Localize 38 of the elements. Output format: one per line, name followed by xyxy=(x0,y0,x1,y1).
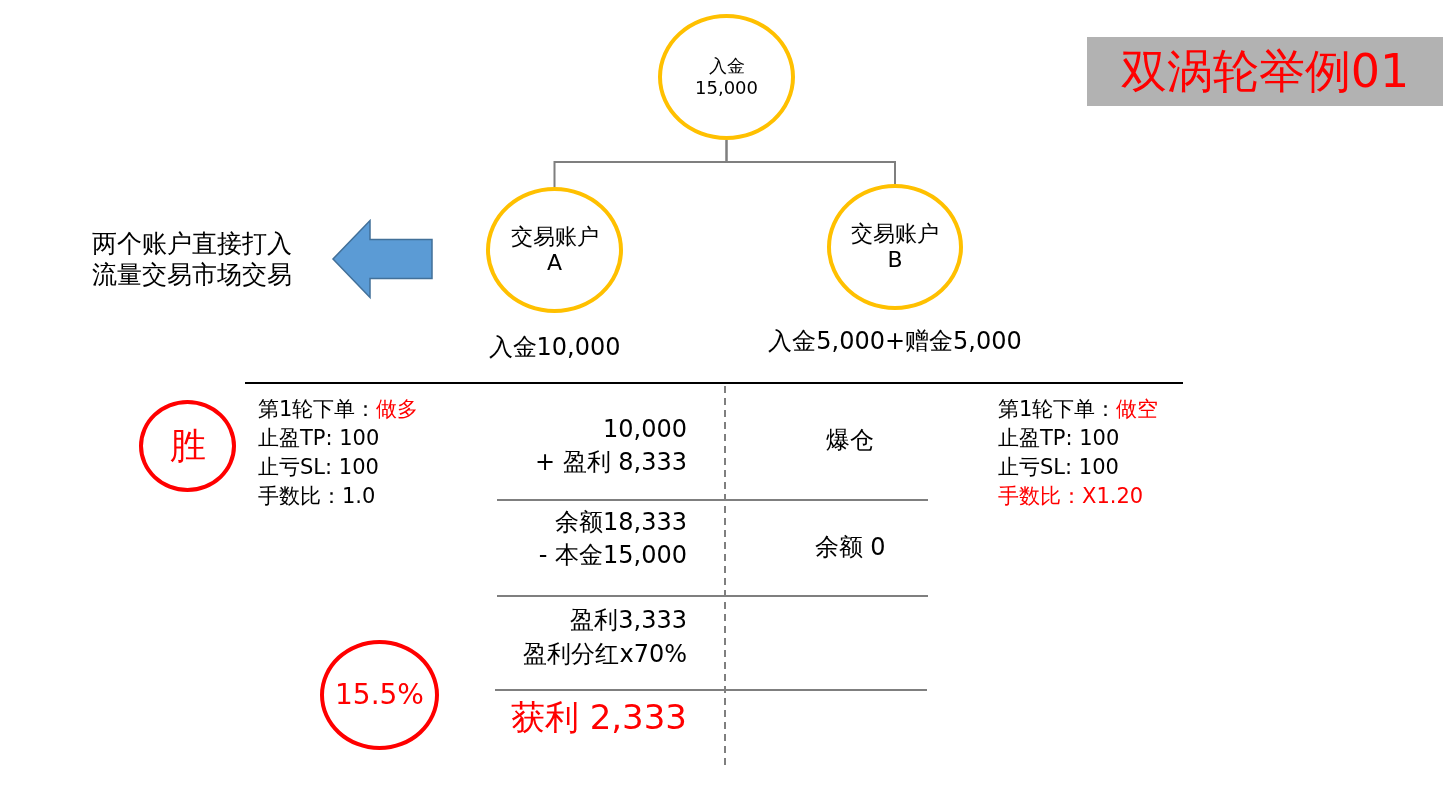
circle-label: 交易账户 xyxy=(851,220,939,247)
setting-text: 止亏SL: 100 xyxy=(998,454,1119,482)
amount-text: 盈利3,333 xyxy=(570,605,687,637)
ratio-text: 手数比：X1.20 xyxy=(998,483,1144,511)
circle-label: B xyxy=(887,247,903,274)
account-circle xyxy=(827,184,963,310)
note-text: 两个账户直接打入流量交易市场交易 xyxy=(92,228,306,290)
amount-text: 盈利分红x70% xyxy=(523,639,687,671)
account-circle xyxy=(486,187,623,313)
ratio-text: 手数比：1.0 xyxy=(258,483,376,511)
fund-circle xyxy=(658,14,795,140)
profit-text: 获利 2,333 xyxy=(510,695,687,739)
circle-label: 15,000 xyxy=(695,77,758,99)
amount-text: 余额18,333 xyxy=(555,507,687,539)
connector-line xyxy=(725,139,896,185)
circle-label: 胜 xyxy=(169,424,206,468)
title-banner: 双涡轮举例01 xyxy=(1087,37,1443,106)
result-circle xyxy=(139,400,236,492)
order-text: 第1轮下单： xyxy=(998,396,1117,424)
block-arrow xyxy=(331,218,433,300)
amount-caption: 入金10,000 xyxy=(488,332,621,364)
setting-text: 止盈TP: 100 xyxy=(258,425,380,453)
amount-text: - 本金15,000 xyxy=(538,540,687,572)
setting-text: 止盈TP: 100 xyxy=(998,425,1120,453)
direction-text: 做空 xyxy=(1116,396,1159,424)
direction-text: 做多 xyxy=(376,396,419,424)
order-text: 第1轮下单： xyxy=(258,396,377,424)
circle-label: 入金 xyxy=(708,55,745,77)
setting-text: 止亏SL: 100 xyxy=(258,454,379,482)
amount-caption: 入金5,000+赠金5,000 xyxy=(768,326,1022,358)
rate-circle xyxy=(320,640,439,750)
circle-label: 15.5% xyxy=(335,678,424,712)
amount-text: + 盈利 8,333 xyxy=(534,447,687,479)
amount-text: 10,000 xyxy=(603,414,687,446)
circle-label: 交易账户 xyxy=(510,223,599,250)
status-text: 余额 0 xyxy=(814,532,886,564)
circle-label: A xyxy=(546,250,563,277)
status-text: 爆仓 xyxy=(826,425,874,457)
